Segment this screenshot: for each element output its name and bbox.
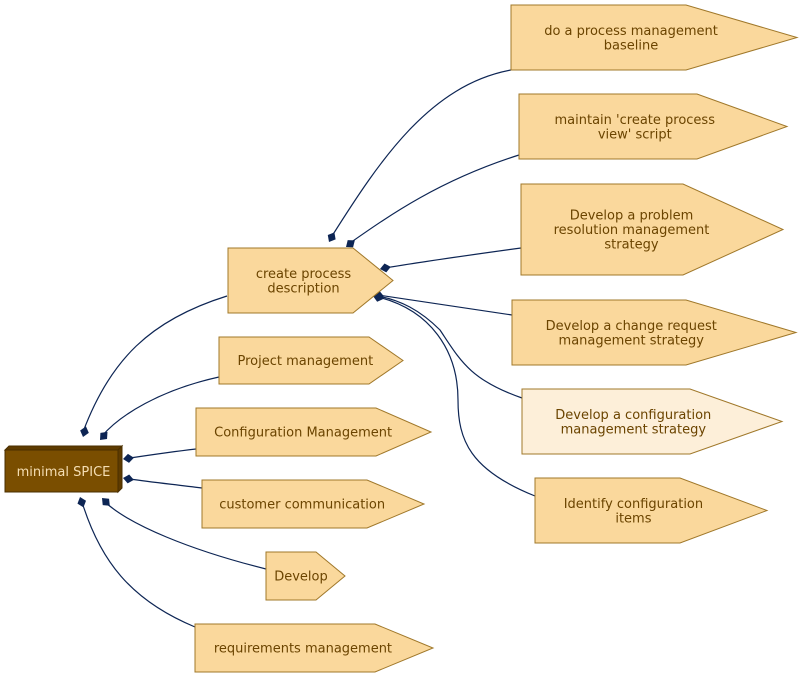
edges-layer — [77, 69, 536, 628]
node-shape — [218, 336, 404, 385]
diamond-arrow-icon — [123, 453, 134, 463]
root-side-face — [117, 444, 123, 494]
node-requirements-management[interactable]: requirements management — [194, 623, 435, 673]
diamond-arrow-icon — [77, 497, 87, 508]
edge-cpd-baseline — [331, 69, 512, 237]
diamond-arrow-icon — [100, 431, 108, 440]
edge-root-project-management — [101, 376, 220, 437]
node-shape — [510, 4, 799, 71]
root-top-face — [3, 445, 124, 451]
diamond-arrow-icon — [346, 240, 355, 248]
node-shape — [521, 388, 784, 455]
diamond-arrow-icon — [80, 426, 89, 437]
root-front-face — [4, 449, 119, 493]
edge-root-create-process — [82, 295, 228, 433]
node-label: customer communication — [219, 498, 385, 513]
edge-root-customer-communication — [129, 478, 203, 489]
diamond-arrow-icon — [102, 498, 110, 506]
edge-root-develop — [104, 501, 267, 570]
edge-cpd-configuration — [377, 295, 523, 399]
node-label: Develop — [274, 570, 328, 585]
node-project-management[interactable]: Project management — [218, 336, 404, 385]
edge-cpd-maintain-script — [349, 154, 520, 244]
edge-cpd-change-request — [377, 294, 513, 316]
node-customer-communication[interactable]: customer communication — [201, 479, 426, 529]
root-label: minimal SPICE — [17, 465, 111, 480]
node-shape — [227, 247, 394, 314]
node-minimal-spice[interactable]: minimal SPICE — [3, 444, 124, 494]
node-shape — [195, 407, 433, 457]
diamond-arrow-icon — [123, 474, 134, 484]
edge-root-requirements-management — [81, 501, 196, 628]
diamond-arrow-icon — [327, 232, 336, 242]
node-shape — [194, 623, 435, 673]
node-develop[interactable]: Develop — [265, 551, 346, 601]
node-configuration-management[interactable]: Configuration Management — [195, 407, 433, 457]
node-label: Project management — [237, 354, 373, 369]
node-shape — [201, 479, 426, 529]
node-shape — [520, 183, 785, 276]
node-shape — [518, 93, 789, 160]
node-label: requirements management — [214, 642, 392, 657]
node-label: Configuration Management — [214, 426, 392, 441]
node-shape — [534, 477, 769, 544]
diamond-arrow-icon — [373, 293, 384, 302]
node-shape — [511, 299, 798, 366]
edge-cpd-identify-items — [377, 296, 536, 497]
edge-cpd-problem-resolution — [384, 247, 522, 269]
node-shape — [265, 551, 346, 601]
edge-root-configuration-management — [129, 448, 197, 459]
diamond-arrow-icon — [380, 263, 391, 273]
